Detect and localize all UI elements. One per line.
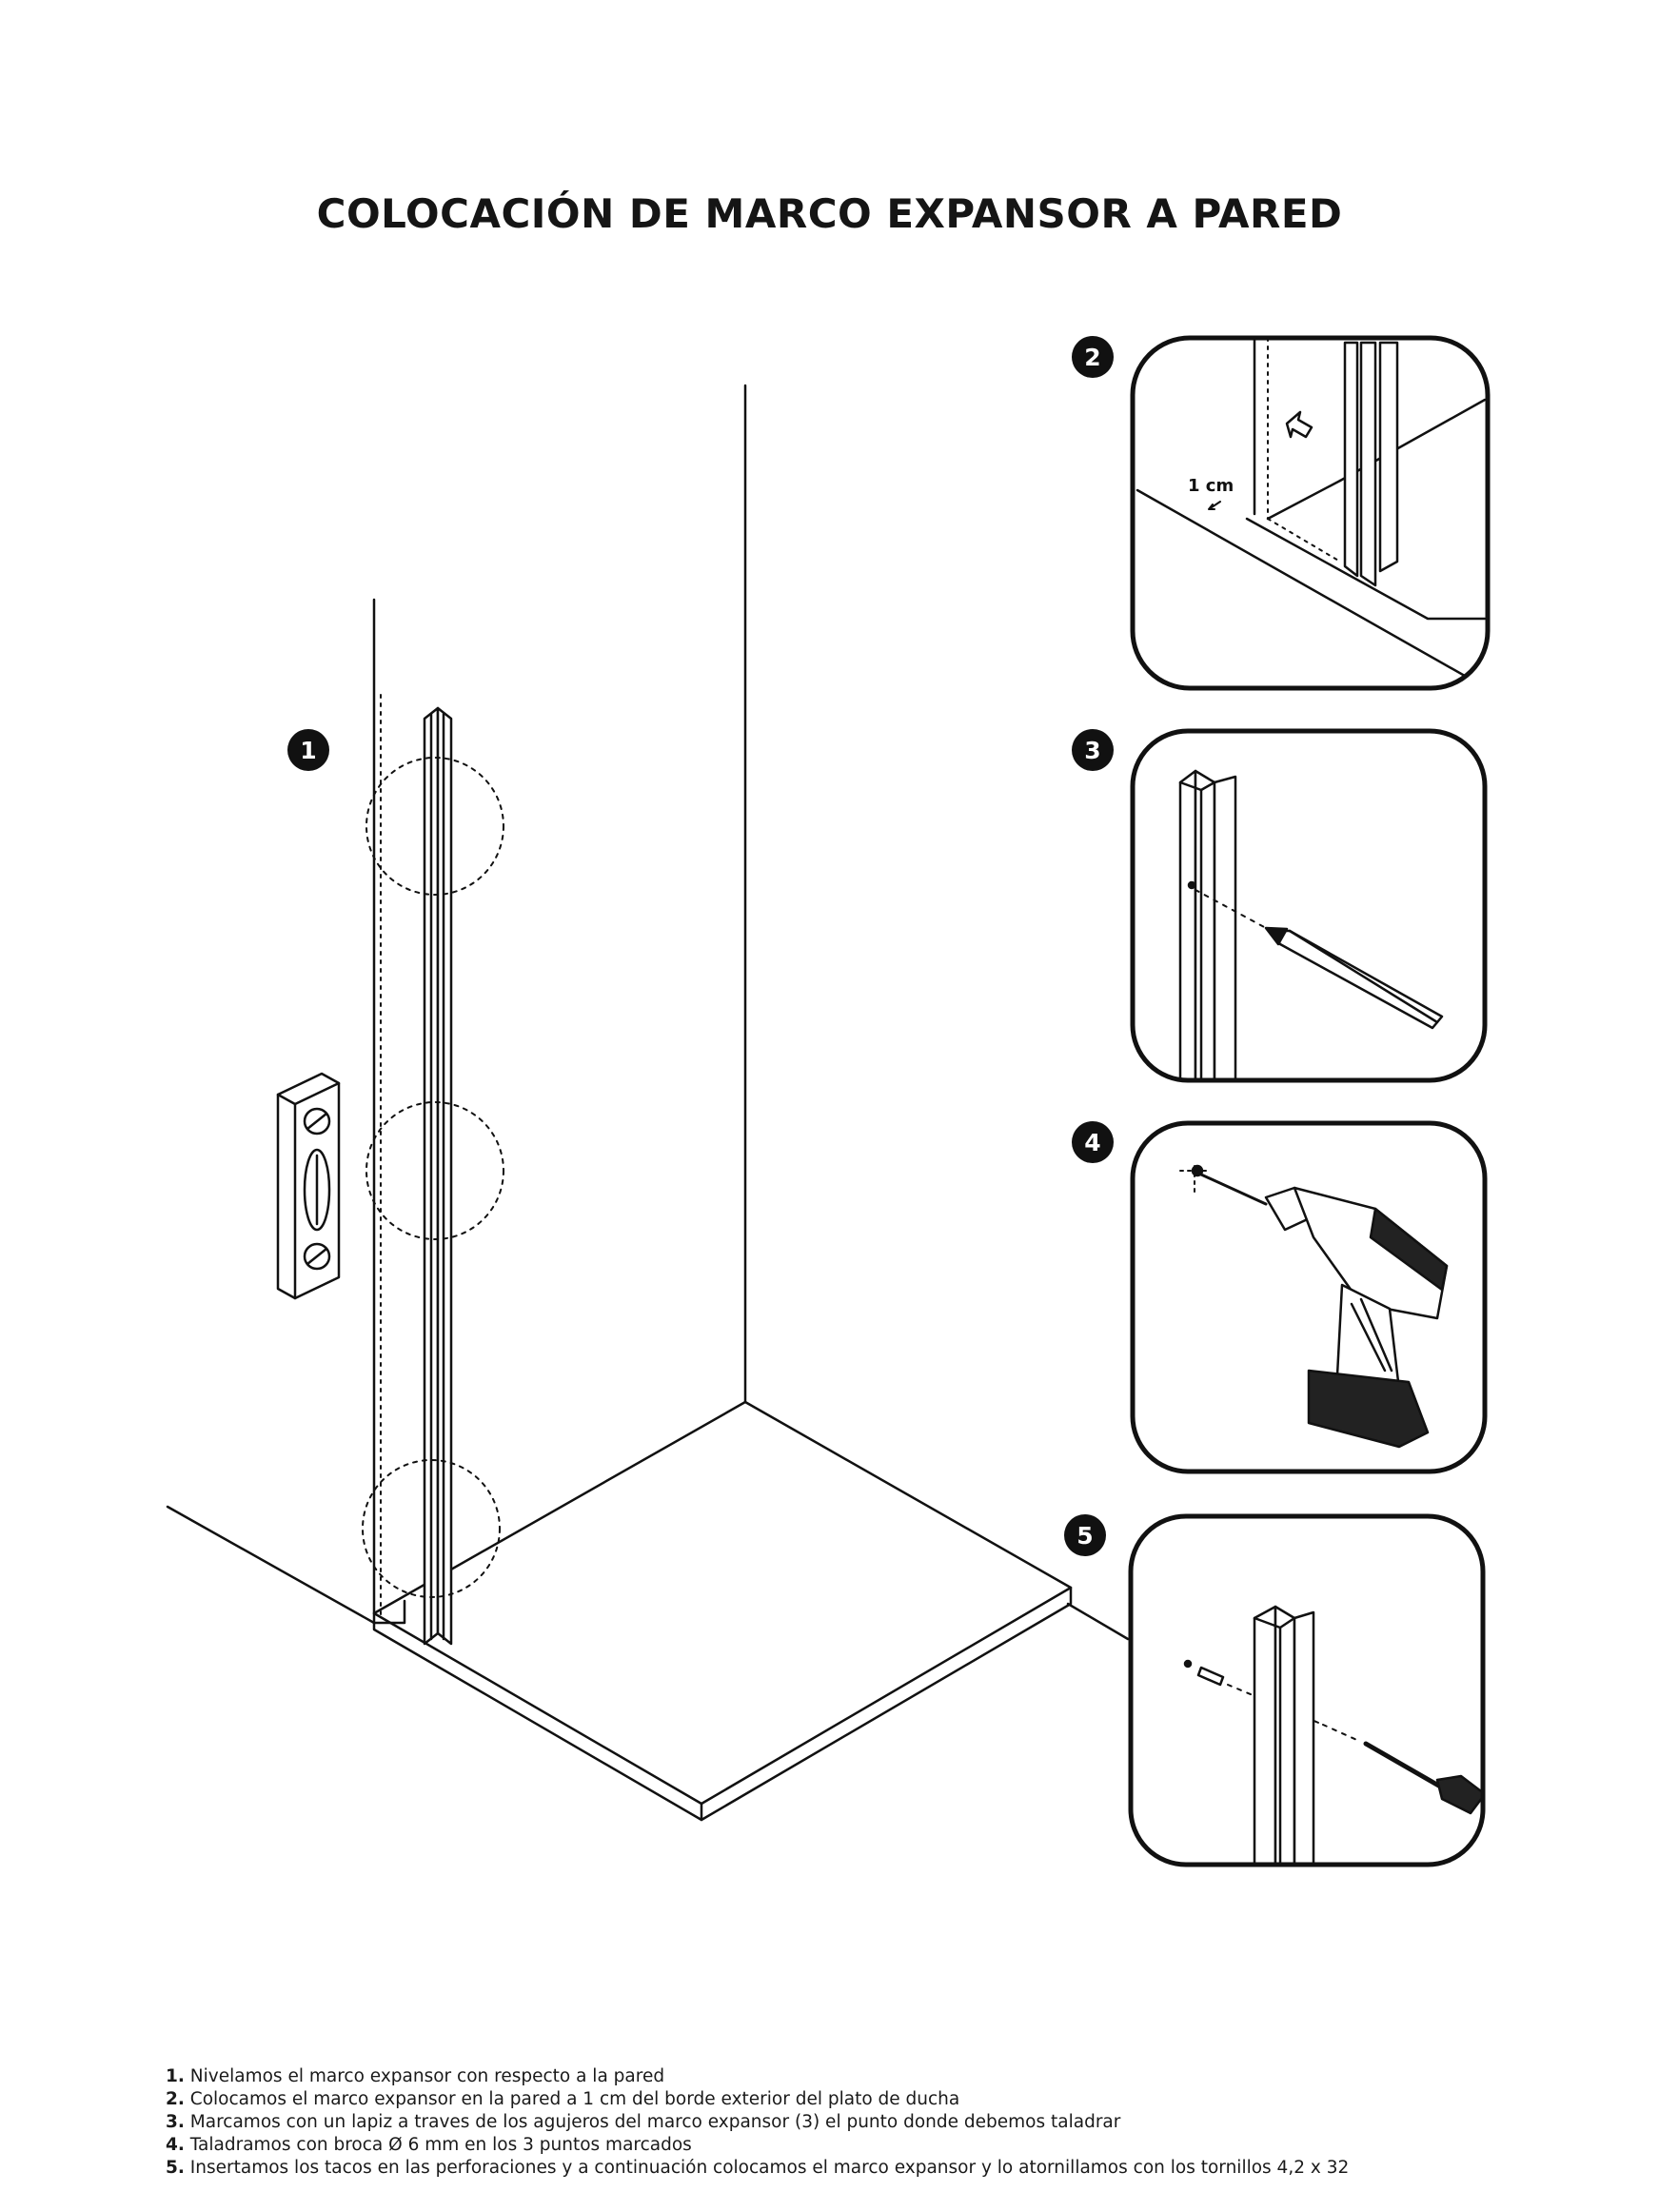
- instruction-text: Taladramos con broca Ø 6 mm en los 3 pun…: [189, 2135, 692, 2155]
- instruction-item: 5. Insertamos los tacos en las perforaci…: [166, 2157, 1593, 2180]
- step-badge-1: 1: [287, 729, 329, 771]
- instruction-text: Colocamos el marco expansor en la pared …: [189, 2089, 960, 2109]
- expander-profile: [1253, 1605, 1315, 1865]
- instruction-number: 1.: [166, 2066, 185, 2086]
- panel-frame: [1130, 728, 1488, 1083]
- instruction-text: Nivelamos el marco expansor con respecto…: [189, 2066, 665, 2086]
- mark-guide: [1195, 889, 1267, 929]
- step-badge-2: 2: [1072, 336, 1114, 378]
- drill-point-circle: [365, 1101, 504, 1240]
- panel-frame: [1128, 1513, 1486, 1867]
- screw-icon: [1363, 1741, 1483, 1815]
- svg-text:4: 4: [1084, 1129, 1100, 1156]
- distance-label: 1 cm: [1188, 476, 1234, 496]
- drill-bit: [1199, 1173, 1268, 1206]
- instruction-number: 2.: [166, 2089, 185, 2109]
- instruction-item: 1. Nivelamos el marco expansor con respe…: [166, 2065, 1593, 2088]
- floor-edge-line: [1136, 488, 1487, 688]
- svg-text:5: 5: [1076, 1522, 1093, 1550]
- hole-dot: [1183, 1659, 1193, 1669]
- expander-profile: [1178, 769, 1237, 1080]
- instruction-item: 3. Marcamos con un lapiz a traves de los…: [166, 2111, 1593, 2134]
- expander-profile: [1343, 341, 1399, 587]
- drill-icon: [1264, 1186, 1449, 1449]
- instruction-text: Insertamos los tacos en las perforacione…: [189, 2158, 1350, 2178]
- shower-tray: [372, 1400, 1073, 1822]
- step-badge-4: 4: [1072, 1121, 1114, 1163]
- expander-frame-profile: [423, 706, 453, 1646]
- instruction-text: Marcamos con un lapiz a traves de los ag…: [189, 2112, 1121, 2132]
- panel-frame: [1130, 335, 1491, 691]
- instruction-item: 2. Colocamos el marco expansor en la par…: [166, 2088, 1593, 2111]
- instruction-number: 3.: [166, 2112, 185, 2132]
- wall-floor-line-right: [1066, 1602, 1130, 1641]
- drill-point: [1191, 1164, 1204, 1177]
- instruction-number: 5.: [166, 2158, 185, 2178]
- wall-floor-line: [166, 1505, 376, 1625]
- panel-frame: [1130, 1120, 1488, 1474]
- svg-text:2: 2: [1084, 344, 1100, 371]
- svg-text:3: 3: [1084, 737, 1100, 764]
- pencil-icon: [1264, 926, 1444, 1030]
- instruction-item: 4. Taladramos con broca Ø 6 mm en los 3 …: [166, 2134, 1593, 2157]
- instructions-list: 1. Nivelamos el marco expansor con respe…: [166, 2065, 1593, 2180]
- instruction-number: 4.: [166, 2135, 185, 2155]
- step-badge-3: 3: [1072, 729, 1114, 771]
- spirit-level-icon: [276, 1072, 341, 1300]
- page-title: COLOCACIÓN DE MARCO EXPANSOR A PARED: [316, 190, 1343, 237]
- drill-point-circle: [362, 1459, 501, 1598]
- drill-point-circle: [365, 757, 504, 896]
- mark-dot: [1187, 880, 1196, 890]
- tray-edge-line: [1245, 517, 1487, 621]
- push-arrow-icon: [1285, 410, 1313, 439]
- svg-text:1: 1: [300, 737, 316, 764]
- step-badge-5: 5: [1064, 1514, 1106, 1556]
- wall-plug-icon: [1196, 1666, 1225, 1687]
